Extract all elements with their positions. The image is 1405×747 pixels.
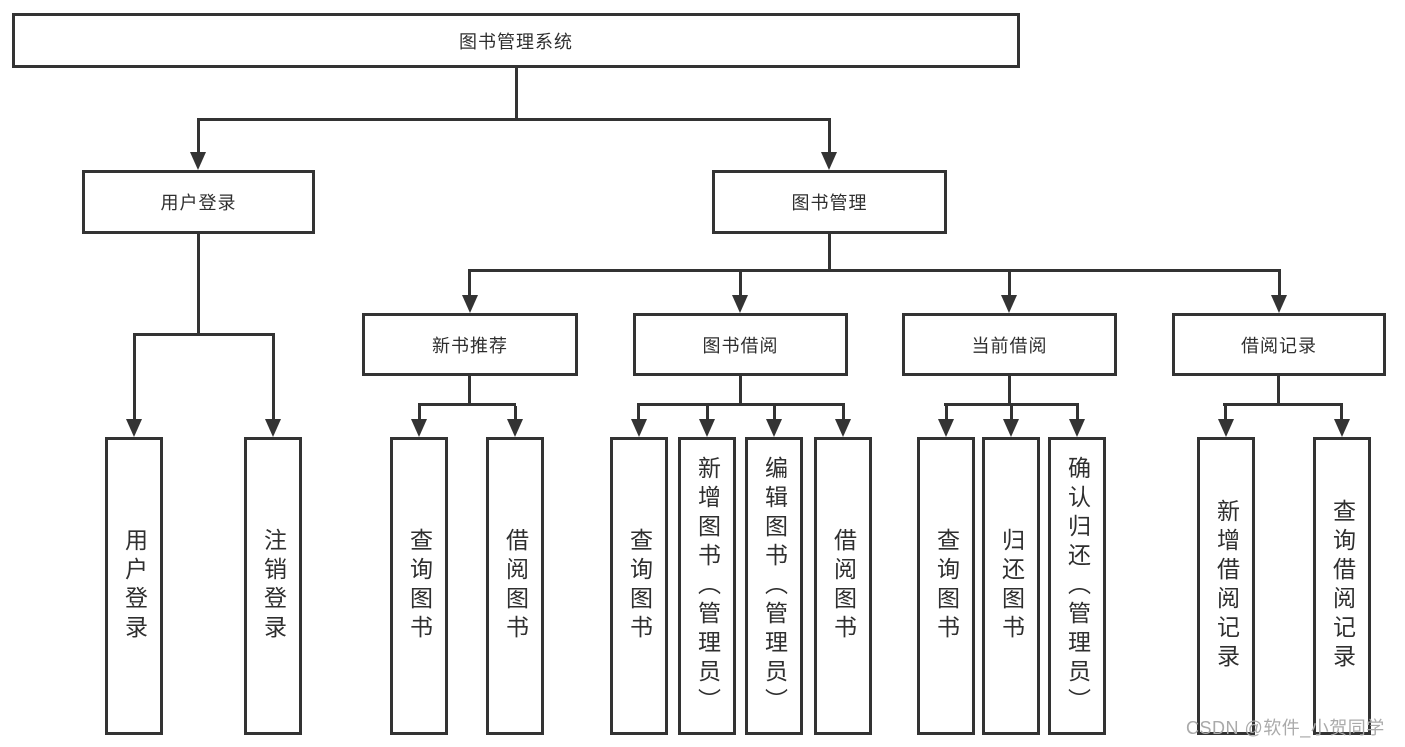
leaf-query-borrow-record-label: 查询借阅记录 bbox=[1329, 499, 1356, 673]
connector-drop-new-book bbox=[468, 269, 471, 297]
arrowhead-m1c0 bbox=[631, 419, 647, 437]
leaf-rec-borrow-book-label: 借阅图书 bbox=[502, 528, 529, 644]
arrowhead-m0c1 bbox=[507, 419, 523, 437]
node-book-borrow: 图书借阅 bbox=[633, 313, 848, 376]
leaf-add-book-admin-label: 新增图书（管理员） bbox=[694, 455, 721, 717]
arrowhead-m2c1 bbox=[1003, 419, 1019, 437]
leaf-borrow-query-book-label: 查询图书 bbox=[626, 528, 653, 644]
node-user-login: 用户登录 bbox=[82, 170, 315, 234]
node-book-mgmt-label: 图书管理 bbox=[791, 193, 868, 213]
connector-drop-book-mgmt bbox=[828, 118, 831, 154]
connector-drop-user-login bbox=[197, 118, 200, 154]
arrowhead-login bbox=[126, 419, 142, 437]
leaf-confirm-return-admin: 确认归还（管理员） bbox=[1048, 437, 1106, 735]
leaf-borrow-book: 借阅图书 bbox=[814, 437, 872, 735]
connector-book-borrow-bar bbox=[637, 403, 845, 406]
connector-user-login-trunk bbox=[197, 234, 200, 335]
connector-drop-m2c2 bbox=[1076, 406, 1079, 421]
leaf-edit-book-admin: 编辑图书（管理员） bbox=[745, 437, 803, 735]
connector-drop-m3c1 bbox=[1340, 406, 1343, 421]
connector-new-book-bar bbox=[418, 403, 516, 406]
connector-drop-m0c1 bbox=[514, 406, 517, 421]
connector-book-borrow-trunk bbox=[739, 376, 742, 405]
connector-drop-m1c0 bbox=[637, 406, 640, 421]
leaf-current-query-book-label: 查询图书 bbox=[933, 528, 960, 644]
node-root-system-label: 图书管理系统 bbox=[459, 31, 573, 52]
connector-current-borrow-trunk bbox=[1008, 376, 1011, 405]
leaf-add-book-admin: 新增图书（管理员） bbox=[678, 437, 736, 735]
connector-drop-book-borrow bbox=[739, 272, 742, 298]
leaf-rec-query-book: 查询图书 bbox=[390, 437, 448, 735]
leaf-user-login-label: 用户登录 bbox=[121, 528, 148, 644]
connector-root-trunk bbox=[515, 68, 518, 118]
arrowhead-m1c3 bbox=[835, 419, 851, 437]
node-borrow-records: 借阅记录 bbox=[1172, 313, 1386, 376]
connector-level2-bar bbox=[197, 118, 831, 121]
leaf-logout-label: 注销登录 bbox=[260, 528, 287, 644]
connector-user-login-bar bbox=[133, 333, 275, 336]
connector-drop-m2c0 bbox=[945, 406, 948, 421]
connector-drop-m3c0 bbox=[1224, 406, 1227, 421]
node-borrow-records-label: 借阅记录 bbox=[1241, 335, 1317, 356]
arrowhead-current-borrow bbox=[1001, 295, 1017, 313]
arrowhead-m1c2 bbox=[766, 419, 782, 437]
leaf-return-book: 归还图书 bbox=[982, 437, 1040, 735]
connector-book-mgmt-trunk bbox=[828, 234, 831, 272]
leaf-user-login: 用户登录 bbox=[105, 437, 163, 735]
connector-drop-logout bbox=[272, 336, 275, 421]
connector-borrow-records-bar bbox=[1223, 403, 1343, 406]
arrowhead-user-login bbox=[190, 152, 206, 170]
leaf-rec-query-book-label: 查询图书 bbox=[406, 528, 433, 644]
leaf-edit-book-admin-label: 编辑图书（管理员） bbox=[761, 455, 788, 717]
arrowhead-logout bbox=[265, 419, 281, 437]
node-new-book-rec: 新书推荐 bbox=[362, 313, 578, 376]
connector-level3-bar bbox=[468, 269, 1281, 272]
arrowhead-book-mgmt bbox=[821, 152, 837, 170]
node-current-borrow: 当前借阅 bbox=[902, 313, 1117, 376]
connector-drop-m0c0 bbox=[418, 406, 421, 421]
arrowhead-book-borrow bbox=[732, 295, 748, 313]
node-current-borrow-label: 当前借阅 bbox=[971, 335, 1048, 356]
arrowhead-m0c0 bbox=[411, 419, 427, 437]
connector-drop-borrow-records bbox=[1278, 269, 1281, 297]
arrowhead-new-book bbox=[462, 295, 478, 313]
arrowhead-m2c2 bbox=[1069, 419, 1085, 437]
leaf-confirm-return-admin-label: 确认归还（管理员） bbox=[1064, 455, 1091, 717]
arrowhead-borrow-records bbox=[1271, 295, 1287, 313]
arrowhead-m3c0 bbox=[1218, 419, 1234, 437]
arrowhead-m2c0 bbox=[938, 419, 954, 437]
connector-drop-m2c1 bbox=[1010, 406, 1013, 421]
connector-drop-login bbox=[133, 336, 136, 421]
leaf-return-book-label: 归还图书 bbox=[998, 528, 1025, 644]
arrowhead-m1c1 bbox=[699, 419, 715, 437]
connector-drop-current-borrow bbox=[1008, 272, 1011, 298]
node-book-mgmt: 图书管理 bbox=[712, 170, 947, 234]
watermark: CSDN @软件_小贺同学 bbox=[1186, 718, 1385, 738]
leaf-current-query-book: 查询图书 bbox=[917, 437, 975, 735]
leaf-borrow-book-label: 借阅图书 bbox=[830, 528, 857, 644]
node-book-borrow-label: 图书借阅 bbox=[702, 335, 779, 356]
connector-borrow-records-trunk bbox=[1277, 376, 1280, 405]
connector-new-book-trunk bbox=[468, 376, 471, 405]
connector-drop-m1c3 bbox=[842, 406, 845, 421]
node-new-book-rec-label: 新书推荐 bbox=[432, 335, 508, 356]
node-root-system: 图书管理系统 bbox=[12, 13, 1020, 68]
connector-drop-m1c2 bbox=[773, 406, 776, 421]
leaf-query-borrow-record: 查询借阅记录 bbox=[1313, 437, 1371, 735]
arrowhead-m3c1 bbox=[1334, 419, 1350, 437]
leaf-borrow-query-book: 查询图书 bbox=[610, 437, 668, 735]
node-user-login-label: 用户登录 bbox=[160, 193, 237, 213]
connector-current-borrow-bar bbox=[944, 403, 1079, 406]
leaf-logout: 注销登录 bbox=[244, 437, 302, 735]
leaf-add-borrow-record: 新增借阅记录 bbox=[1197, 437, 1255, 735]
leaf-rec-borrow-book: 借阅图书 bbox=[486, 437, 544, 735]
connector-drop-m1c1 bbox=[706, 406, 709, 421]
leaf-add-borrow-record-label: 新增借阅记录 bbox=[1213, 499, 1240, 673]
